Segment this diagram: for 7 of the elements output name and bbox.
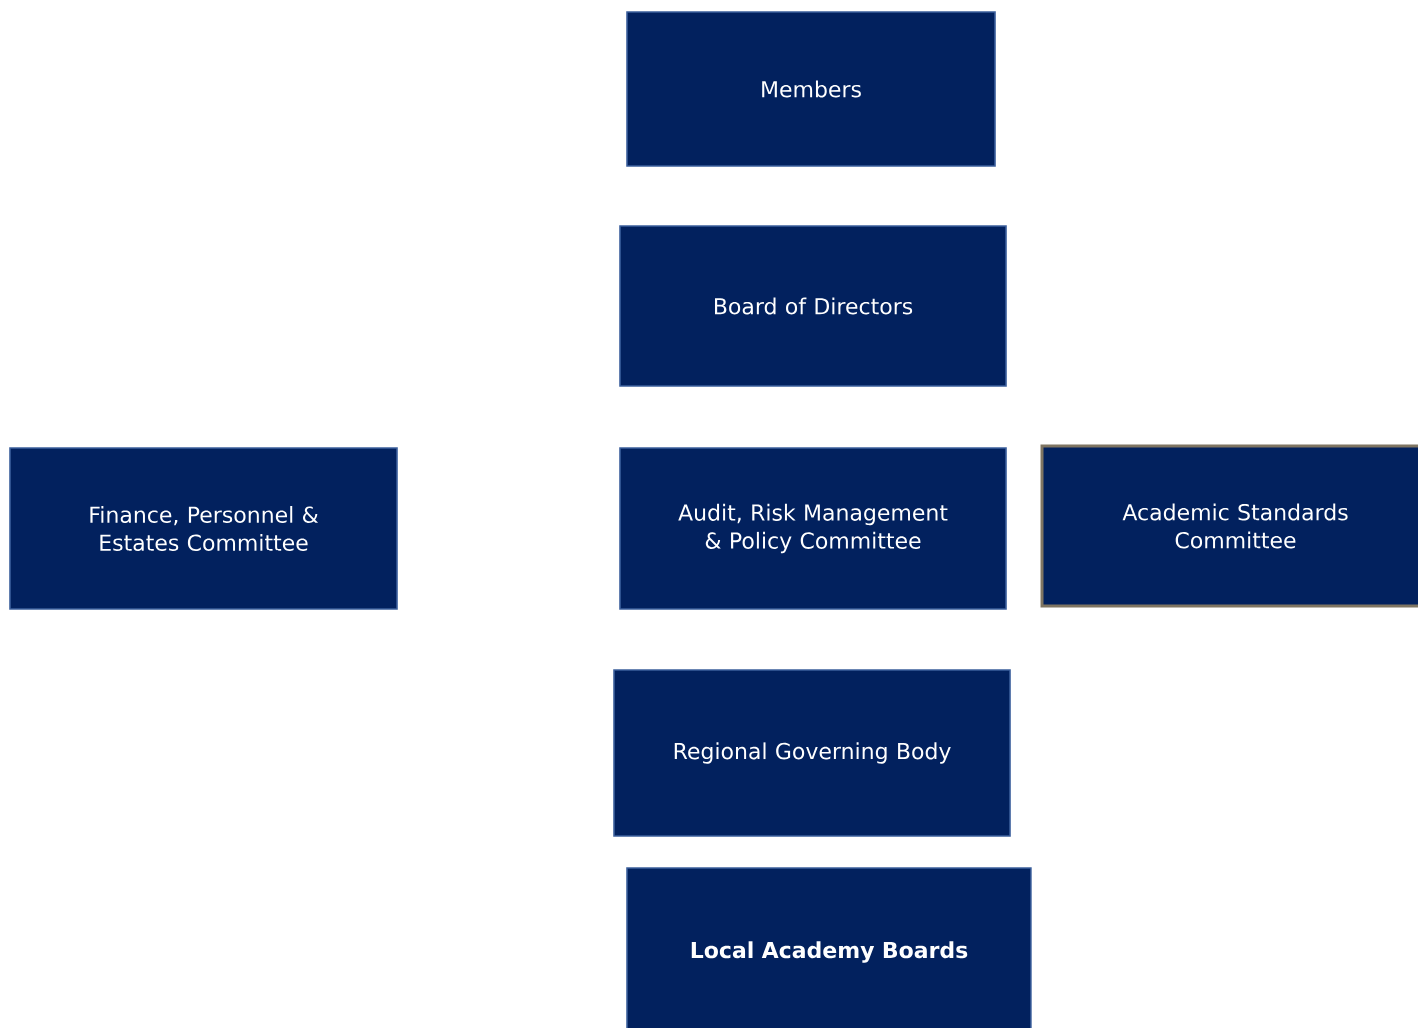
org-box: Finance, Personnel & Estates Committee bbox=[9, 447, 398, 610]
org-box: Audit, Risk Management & Policy Committee bbox=[619, 447, 1007, 610]
org-box: Local Academy Boards bbox=[626, 867, 1032, 1028]
org-box: Members bbox=[626, 11, 996, 167]
org-box: Regional Governing Body bbox=[613, 669, 1011, 837]
org-box: Board of Directors bbox=[619, 225, 1007, 387]
org-box: Academic Standards Committee bbox=[1040, 444, 1418, 608]
